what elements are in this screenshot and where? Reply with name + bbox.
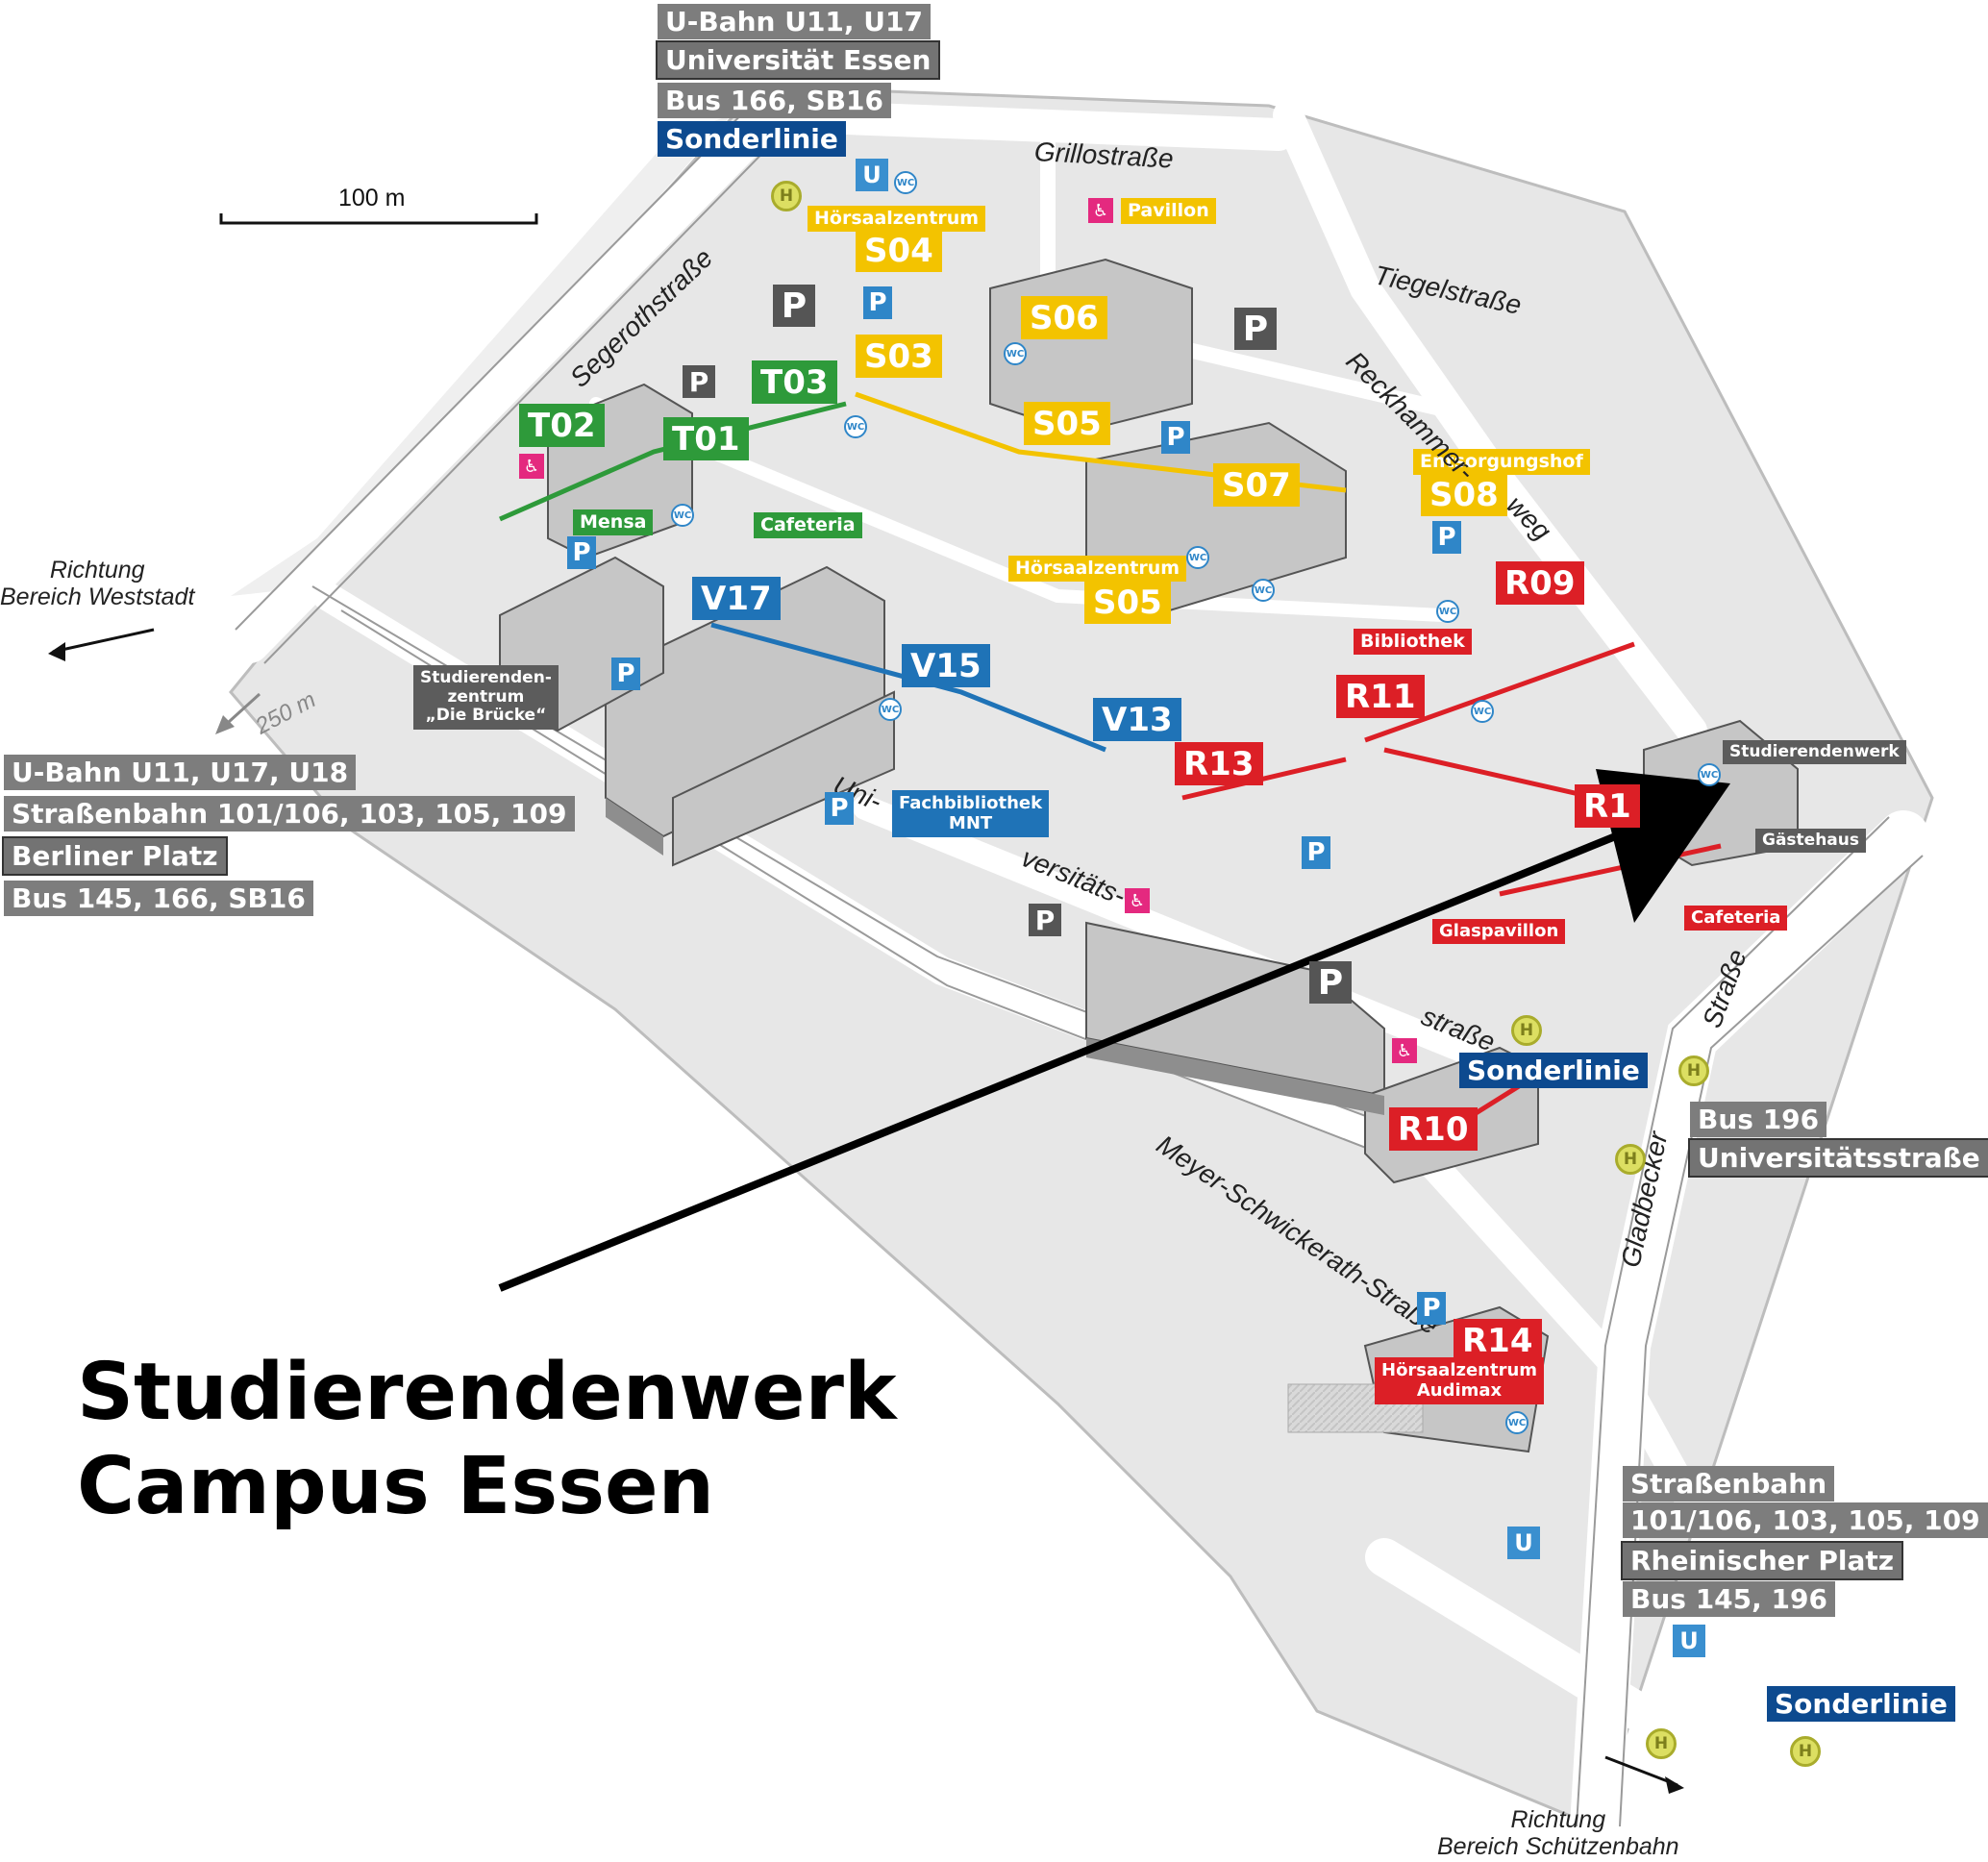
- building-r10: R10: [1389, 1107, 1478, 1151]
- building-r11: R11: [1336, 675, 1425, 718]
- wc-icon: WC: [1471, 700, 1494, 723]
- transit-right-station: Universitätsstraße: [1688, 1137, 1988, 1179]
- building-s06: S06: [1021, 296, 1107, 339]
- wc-icon: WC: [844, 415, 867, 438]
- bus-stop-icon: H: [1511, 1015, 1542, 1046]
- accessibility-icon: ♿: [1392, 1038, 1417, 1063]
- wc-icon: WC: [1004, 342, 1027, 365]
- parking-accessible-icon: P: [863, 286, 892, 319]
- label-fachbibliothek: Fachbibliothek MNT: [892, 790, 1050, 838]
- building-v13: V13: [1093, 698, 1181, 741]
- wc-icon: WC: [671, 504, 694, 527]
- label-studierendenwerk: Studierendenwerk: [1723, 740, 1906, 764]
- building-t02: T02: [519, 404, 605, 447]
- transit-br-tram: Straßenbahn: [1623, 1466, 1835, 1502]
- building-s03: S03: [856, 335, 942, 378]
- label-entsorgungshof: Entsorgungshof: [1413, 449, 1590, 475]
- ubahn-icon: U: [1507, 1527, 1540, 1559]
- building-r13: R13: [1175, 742, 1263, 785]
- parking-accessible-icon: P: [1302, 836, 1330, 869]
- scale-bar: [219, 213, 538, 225]
- title-line-2: Campus Essen: [77, 1441, 715, 1533]
- direction-weststadt: Richtung Bereich Weststadt: [0, 557, 195, 610]
- building-t01: T01: [663, 417, 749, 460]
- parking-icon: P: [683, 365, 715, 398]
- parking-accessible-icon: P: [1161, 421, 1190, 454]
- parking-accessible-icon: P: [1417, 1292, 1446, 1325]
- transit-top-ubahn: U-Bahn U11, U17: [658, 4, 931, 40]
- transit-right-bus: Bus 196: [1690, 1102, 1827, 1138]
- building-v17: V17: [692, 577, 781, 620]
- building-r09: R09: [1496, 561, 1584, 605]
- label-cafeteria-t: Cafeteria: [754, 512, 862, 538]
- wc-icon: WC: [879, 698, 902, 721]
- transit-left-bus: Bus 145, 166, SB16: [4, 881, 313, 917]
- transit-top-sonderlinie: Sonderlinie: [658, 121, 846, 158]
- label-studierendenzentrum: Studierenden- zentrum „Die Brücke“: [413, 665, 559, 730]
- outer-ground-west: [231, 115, 731, 596]
- building-s04: S04: [856, 229, 942, 272]
- ubahn-icon: U: [856, 159, 888, 191]
- page-title: Studierendenwerk Campus Essen: [77, 1346, 897, 1535]
- building-s05-b: S05: [1084, 581, 1171, 624]
- wc-icon: WC: [1252, 579, 1275, 602]
- road-outlines: [235, 95, 1924, 1827]
- weststadt-arrow: [52, 628, 155, 654]
- label-bibliothek: Bibliothek: [1354, 629, 1472, 655]
- bus-stop-icon: H: [771, 181, 802, 211]
- transit-br-lines: 101/106, 103, 105, 109: [1623, 1502, 1988, 1539]
- label-glaspavillon: Glaspavillon: [1432, 919, 1566, 944]
- transit-top-bus: Bus 166, SB16: [658, 83, 891, 119]
- parking-accessible-icon: P: [1432, 521, 1461, 554]
- transit-br-bus: Bus 145, 196: [1623, 1581, 1835, 1618]
- building-s07: S07: [1213, 463, 1300, 507]
- bus-stop-icon: H: [1790, 1736, 1821, 1767]
- wc-icon: WC: [1186, 546, 1209, 569]
- wc-icon: WC: [1698, 763, 1721, 786]
- transit-bottom-sonderlinie: Sonderlinie: [1767, 1686, 1955, 1723]
- transit-left-station: Berliner Platz: [2, 835, 228, 877]
- parking-icon: P: [1029, 904, 1061, 936]
- transit-top-station: Universität Essen: [655, 39, 941, 81]
- title-line-1: Studierendenwerk: [77, 1347, 897, 1438]
- parking-icon: P: [1234, 308, 1277, 350]
- parking-accessible-icon: P: [825, 792, 854, 825]
- parking-icon: P: [1309, 961, 1352, 1004]
- roads: [231, 96, 1929, 1852]
- parking-icon: P: [773, 285, 815, 327]
- building-t03: T03: [752, 360, 837, 404]
- bus-stop-icon: H: [1646, 1728, 1677, 1759]
- transit-br-station: Rheinischer Platz: [1620, 1540, 1904, 1581]
- parking-accessible-icon: P: [611, 658, 640, 690]
- transit-center-sonderlinie: Sonderlinie: [1459, 1053, 1648, 1089]
- transit-left-ubahn: U-Bahn U11, U17, U18: [4, 755, 357, 791]
- building-s05-a: S05: [1024, 402, 1110, 445]
- parking-accessible-icon: P: [567, 536, 596, 569]
- building-r12: R1: [1575, 784, 1640, 828]
- bus-stop-icon: H: [1615, 1144, 1646, 1175]
- label-cafeteria-r: Cafeteria: [1684, 906, 1788, 931]
- bus-stop-icon: H: [1678, 1055, 1709, 1086]
- ubahn-icon: U: [1673, 1625, 1705, 1657]
- direction-schuetzenbahn: Richtung Bereich Schützenbahn: [1437, 1806, 1679, 1860]
- label-hsz-s04: Hörsaalzentrum: [808, 206, 986, 232]
- building-shadows: [606, 798, 1384, 1115]
- label-gaestehaus: Gästehaus: [1755, 829, 1866, 853]
- label-hsz-r14: Hörsaalzentrum Audimax: [1375, 1357, 1545, 1405]
- label-hsz-s05: Hörsaalzentrum: [1008, 556, 1187, 582]
- accessibility-icon: ♿: [519, 454, 544, 479]
- label-pavillon: Pavillon: [1121, 198, 1216, 224]
- accessibility-icon: ♿: [1125, 888, 1150, 913]
- wc-icon: WC: [1505, 1411, 1528, 1434]
- label-mensa: Mensa: [573, 509, 654, 535]
- building-v15: V15: [902, 644, 990, 687]
- schuetzenbahn-arrow: [1604, 1755, 1678, 1787]
- transit-left-tram: Straßenbahn 101/106, 103, 105, 109: [4, 796, 575, 832]
- wc-icon: WC: [1436, 600, 1459, 623]
- building-s08: S08: [1421, 473, 1507, 516]
- building-r14: R14: [1454, 1319, 1542, 1362]
- wc-icon: WC: [894, 171, 917, 194]
- scale-label: 100 m: [338, 185, 406, 211]
- accessibility-icon: ♿: [1088, 198, 1113, 223]
